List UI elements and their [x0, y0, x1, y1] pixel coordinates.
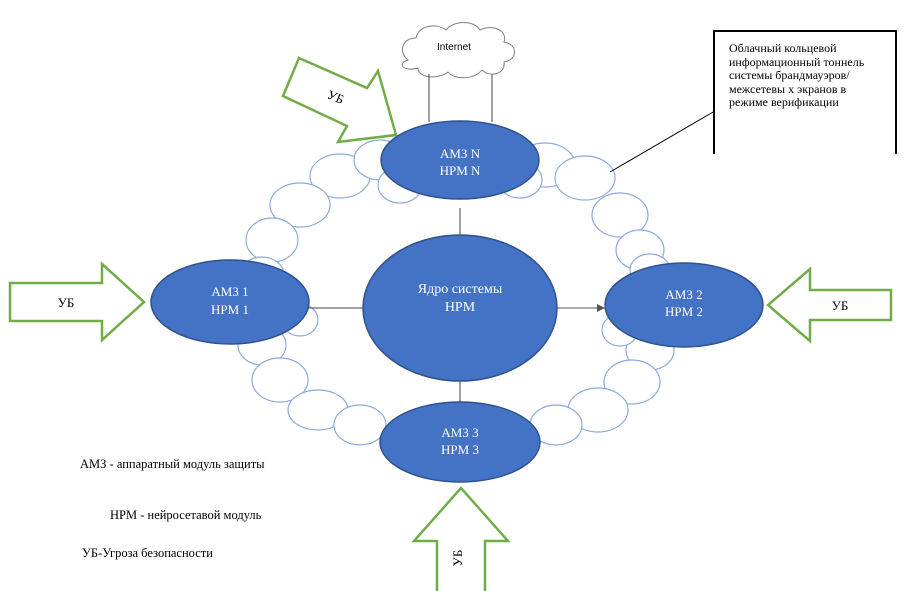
cloud-puff	[333, 404, 387, 446]
callout-text: Облачный кольцевой информационный тоннел…	[729, 41, 865, 109]
node-amz-n: АМЗ N НРМ N	[380, 120, 540, 200]
node-amz-1: АМЗ 1 НРМ 1	[150, 259, 310, 345]
legend-nrm: НРМ - нейросетавой модуль	[110, 508, 262, 522]
cloud-puff	[245, 217, 299, 263]
node-1-line1: АМЗ 1	[211, 284, 248, 299]
threat-arrow-top: УБ	[281, 56, 398, 144]
threat-label-top: УБ	[325, 87, 346, 107]
cloud-tunnel-callout: Облачный кольцевой информационный тоннел…	[713, 30, 897, 154]
core-label-line1: Ядро системы	[418, 282, 503, 297]
node-2-line2: НРМ 2	[665, 304, 703, 319]
threat-label-bottom: УБ	[450, 550, 465, 567]
legend-ub: УБ-Угроза безопасности	[82, 546, 213, 560]
node-1-line2: НРМ 1	[211, 302, 249, 317]
node-2-line1: АМЗ 2	[665, 287, 702, 302]
node-amz-3: АМЗ 3 НРМ 3	[379, 401, 541, 483]
callout-pointer	[609, 107, 721, 173]
threat-arrow-left: УБ	[8, 261, 146, 343]
node-3-line1: АМЗ 3	[441, 425, 478, 440]
node-n-line2: НРМ N	[440, 163, 481, 178]
threat-label-right: УБ	[832, 298, 849, 313]
cloud-puff	[591, 192, 649, 238]
core-label-line2: НРМ	[445, 300, 476, 315]
core-node: Ядро системы НРМ	[362, 234, 558, 382]
threat-label-left: УБ	[58, 295, 75, 310]
node-n-line1: АМЗ N	[440, 146, 481, 161]
threat-arrow-right: УБ	[766, 266, 893, 344]
cloud-puff	[554, 155, 616, 201]
internet-cloud: Internet	[401, 22, 515, 79]
cloud-puff	[269, 182, 331, 228]
node-amz-2: АМЗ 2 НРМ 2	[604, 262, 764, 348]
cloud-puff	[251, 357, 309, 403]
legend-amz: АМЗ - аппаратный модуль защиты	[80, 457, 265, 471]
internet-label: Internet	[437, 42, 471, 53]
node-3-line2: НРМ 3	[441, 442, 479, 457]
threat-arrow-bottom: УБ	[411, 486, 511, 591]
